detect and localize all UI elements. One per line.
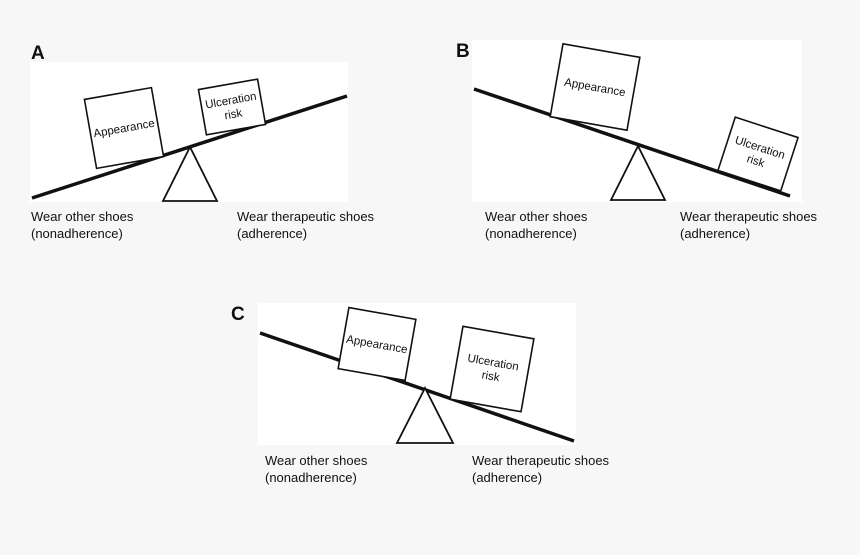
panel-c-fulcrum [395, 386, 455, 444]
panel-a-risk-label: risk [224, 107, 244, 122]
panel-c-risk-label: risk [481, 369, 501, 384]
panel-c-left-label-line1: Wear other shoes [265, 453, 368, 468]
panel-b-right-label: Wear therapeutic shoes (adherence) [680, 208, 817, 242]
panel-a-right-label: Wear therapeutic shoes (adherence) [237, 208, 374, 242]
panel-a-right-label-line2: (adherence) [237, 226, 308, 241]
panel-c-left-label-line2: (nonadherence) [265, 470, 357, 485]
panel-b-left-label-line2: (nonadherence) [485, 226, 577, 241]
panel-c-beam [259, 331, 575, 443]
panel-c-appearance-box: Appearance [337, 306, 417, 382]
panel-a-fulcrum [161, 144, 219, 202]
panel-b-fulcrum [609, 143, 667, 201]
panel-b-risk-label: risk [745, 153, 766, 170]
panel-a-left-label-line1: Wear other shoes [31, 209, 134, 224]
panel-b-left-label: Wear other shoes (nonadherence) [485, 208, 587, 242]
panel-b-ulceration-box: Ulceration risk [716, 116, 800, 192]
panel-c-letter: C [231, 304, 245, 325]
panel-a-seesaw: Appearance Ulceration risk [31, 78, 348, 202]
panel-c-left-label: Wear other shoes (nonadherence) [265, 452, 367, 486]
panel-b-right-label-line2: (adherence) [680, 226, 751, 241]
panel-c-right-label-line2: (adherence) [472, 470, 543, 485]
panel-c-right-label-line1: Wear therapeutic shoes [472, 453, 610, 468]
panel-a-ulceration-box: Ulceration risk [197, 78, 267, 136]
panel-a-left-label: Wear other shoes (nonadherence) [31, 208, 133, 242]
panel-a-letter: A [31, 43, 45, 64]
panel-a-right-label-line1: Wear therapeutic shoes [237, 209, 375, 224]
panel-a-left-label-line2: (nonadherence) [31, 226, 123, 241]
panel-a-appearance-box: Appearance [83, 86, 165, 170]
panel-b-left-label-line1: Wear other shoes [485, 209, 588, 224]
panel-b-letter: B [456, 41, 470, 62]
panel-c-ulceration-box: Ulceration risk [449, 325, 535, 413]
panel-b-appearance-box: Appearance [549, 42, 641, 132]
panel-b-beam [473, 87, 791, 198]
panel-b-seesaw: Appearance Ulceration risk [473, 42, 800, 201]
panel-c-right-label: Wear therapeutic shoes (adherence) [472, 452, 609, 486]
panel-b-right-label-line1: Wear therapeutic shoes [680, 209, 818, 224]
panel-c-seesaw: Appearance Ulceration risk [259, 306, 575, 444]
